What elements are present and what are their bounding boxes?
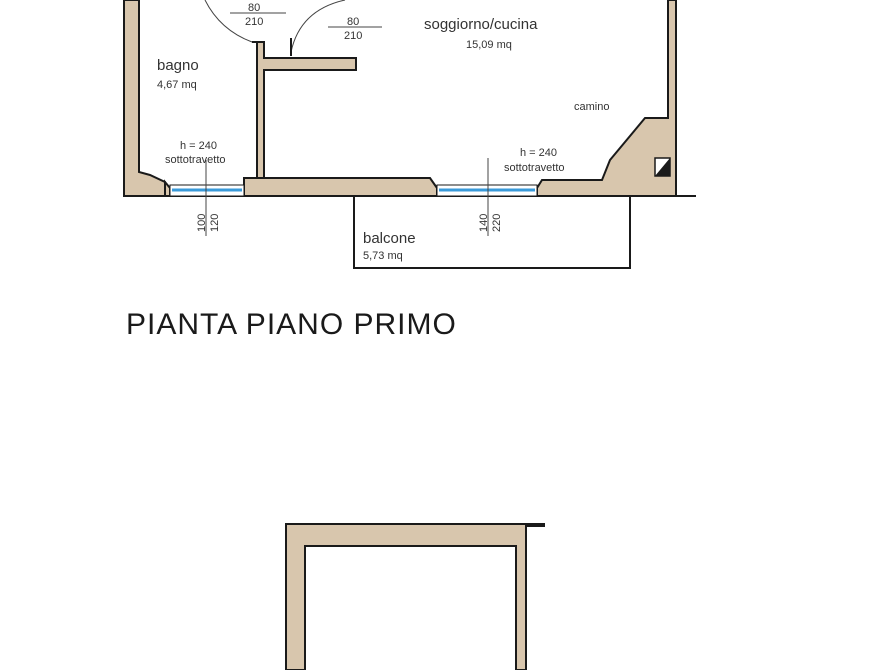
window-1-width: 100	[196, 214, 208, 232]
flue-fill	[655, 158, 670, 176]
plan-title: PIANTA PIANO PRIMO	[126, 308, 457, 341]
living-room-name: soggiorno/cucina	[424, 16, 538, 33]
fireplace-label: camino	[574, 101, 609, 113]
height-left: h = 240	[180, 140, 217, 152]
right-exterior-wall	[536, 0, 677, 197]
balcony-outline	[353, 196, 631, 269]
balcony-name: balcone	[363, 230, 416, 247]
window-1-height: 120	[209, 214, 221, 232]
door-2-width: 80	[347, 16, 359, 28]
bottom-wall-left	[243, 177, 438, 197]
lower-plan-walls	[285, 523, 545, 670]
living-room-area: 15,09 mq	[466, 39, 512, 51]
balcony-area: 5,73 mq	[363, 250, 403, 262]
bottom-wall-bathroom	[164, 179, 171, 197]
bathroom-area: 4,67 mq	[157, 79, 197, 91]
door-1-height: 210	[245, 16, 263, 28]
height-right: h = 240	[520, 147, 557, 159]
sub-beam-left: sottotravetto	[165, 154, 226, 166]
bathroom-door-swing	[204, 0, 253, 43]
window-2-width: 140	[478, 214, 490, 232]
bathroom-window	[169, 160, 245, 236]
living-window	[436, 158, 538, 236]
door-1-width: 80	[248, 2, 260, 14]
window-2-height: 220	[491, 214, 503, 232]
bathroom-partition-wall	[256, 41, 357, 179]
door-2-height: 210	[344, 30, 362, 42]
bathroom-name: bagno	[157, 57, 199, 74]
sub-beam-right: sottotravetto	[504, 162, 565, 174]
living-door-swing	[290, 0, 346, 53]
left-exterior-wall	[123, 0, 166, 197]
